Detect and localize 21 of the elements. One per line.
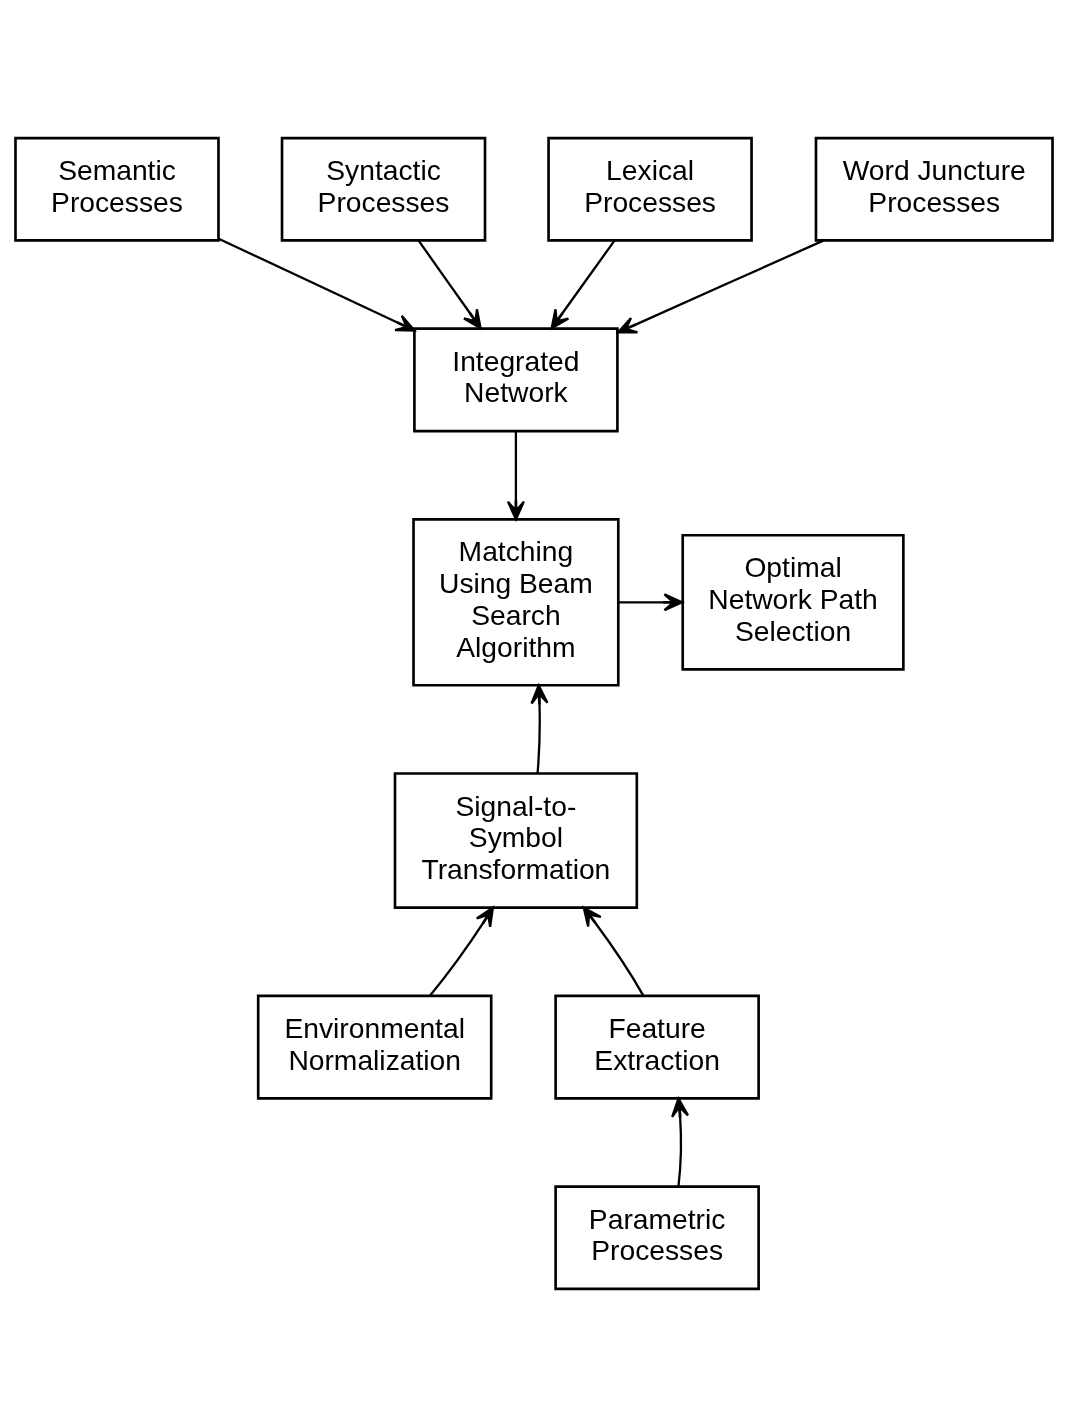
node-box: Matching Using Beam Search Algorithm: [412, 518, 620, 687]
arrow: [429, 906, 495, 997]
arrow: [417, 240, 482, 330]
node-box: Semantic Processes: [14, 136, 220, 242]
arrow: [530, 684, 549, 774]
arrow: [618, 593, 684, 612]
node-box: Feature Extraction: [554, 994, 760, 1100]
node-box: Optimal Network Path Selection: [681, 533, 905, 671]
node-box: Parametric Processes: [554, 1185, 760, 1291]
arrow: [218, 237, 416, 332]
node-box: Signal-to- Symbol Transformation: [393, 772, 639, 909]
arrow: [550, 240, 616, 330]
node-box: Word Juncture Processes: [814, 136, 1054, 242]
node-box: Lexical Processes: [547, 136, 753, 242]
arrow: [616, 239, 824, 334]
arrow: [506, 431, 525, 521]
arrow: [671, 1097, 690, 1187]
node-box: Integrated Network: [413, 327, 619, 433]
node-box: Environmental Normalization: [256, 994, 493, 1100]
arrow: [582, 906, 645, 997]
node-box: Syntactic Processes: [280, 136, 487, 242]
